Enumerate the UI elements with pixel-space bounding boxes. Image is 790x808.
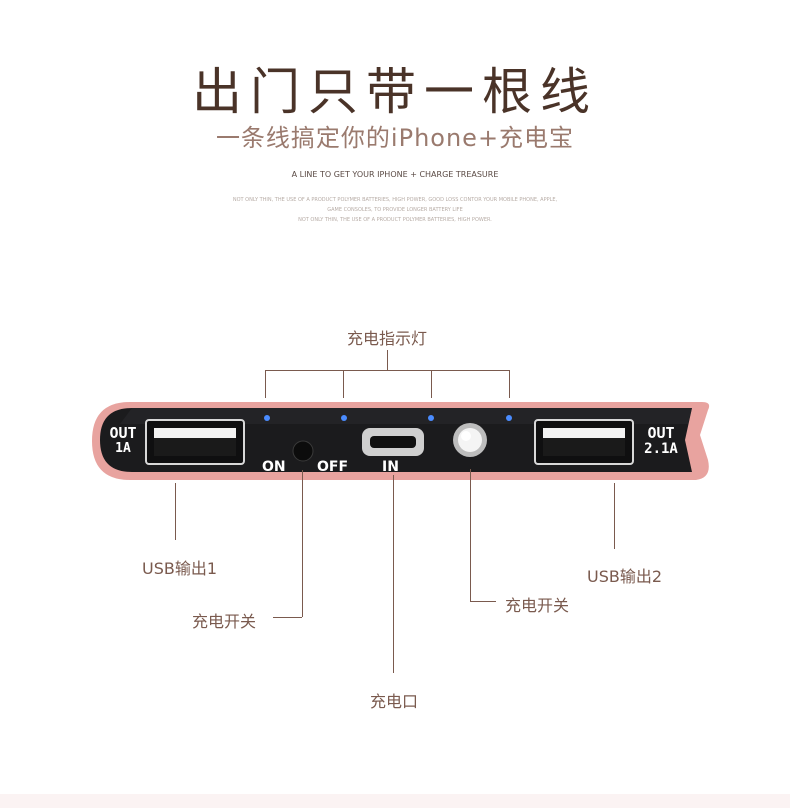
indicator-bracket	[265, 370, 510, 371]
switch-right-tick	[470, 601, 496, 602]
led-3	[428, 415, 434, 421]
english-caption: A LINE TO GET YOUR IPHONE + CHARGE TREAS…	[291, 170, 499, 179]
fine-print-1: NOT ONLY THIN, THE USE OF A PRODUCT POLY…	[232, 197, 558, 203]
out2-label: OUT	[647, 424, 675, 442]
fine-print-2: GAME CONSOLES, TO PROVIDE LONGER BATTERY…	[327, 207, 463, 213]
micro-usb-port	[362, 428, 424, 456]
indicator-drop-1	[265, 370, 266, 398]
usb2-leader	[614, 483, 615, 549]
port-label: 充电口	[370, 692, 419, 711]
on-label: ON	[262, 459, 286, 475]
indicator-drop-4	[509, 370, 510, 398]
usb-port-1	[145, 419, 245, 465]
led-2	[341, 415, 347, 421]
in-label: IN	[382, 459, 399, 475]
out1-label: OUT	[109, 424, 137, 442]
slide-switch	[292, 440, 314, 462]
switch-right-label: 充电开关	[505, 596, 570, 615]
out2-current: 2.1A	[644, 441, 678, 457]
switch-left-tick	[273, 617, 302, 618]
power-bank-device	[92, 402, 710, 480]
usb1-leader	[175, 483, 176, 540]
power-button	[453, 423, 487, 457]
led-1	[264, 415, 270, 421]
out1-current: 1A	[115, 441, 131, 456]
fine-print-3: NOT ONLY THIN, THE USE OF A PRODUCT POLY…	[298, 217, 492, 223]
usb1-label: USB输出1	[142, 559, 218, 578]
led-4	[506, 415, 512, 421]
page-title: 出门只带一根线	[192, 63, 598, 121]
page-subtitle: 一条线搞定你的iPhone+充电宝	[215, 124, 575, 152]
port-leader	[393, 475, 394, 673]
usb-port-2	[534, 419, 634, 465]
indicator-leader	[387, 350, 388, 370]
switch-left-leader	[302, 470, 303, 617]
off-label: OFF	[317, 459, 349, 475]
indicator-drop-2	[343, 370, 344, 398]
switch-left-label: 充电开关	[192, 612, 257, 631]
indicator-label: 充电指示灯	[347, 329, 428, 348]
indicator-drop-3	[431, 370, 432, 398]
switch-right-leader	[470, 469, 471, 602]
usb2-label: USB输出2	[587, 567, 663, 586]
bottom-strip	[0, 794, 790, 808]
